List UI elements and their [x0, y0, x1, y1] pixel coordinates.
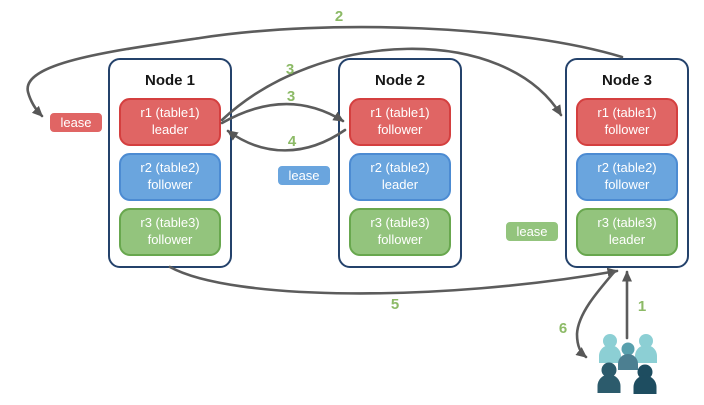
- user-front-left-icon: [597, 362, 621, 393]
- arrow-3-node1-to-node2: [220, 102, 345, 125]
- step-label-3b: 3: [286, 88, 296, 105]
- replica-role: follower: [377, 122, 423, 137]
- replica-name: r1 (table1): [370, 105, 430, 121]
- node-1-replica-r2: r2 (table2) follower: [119, 153, 221, 201]
- replica-name: r3 (table3): [370, 215, 430, 231]
- lease-badge-table2: lease: [276, 164, 332, 187]
- step-label-2: 2: [334, 8, 344, 25]
- replica-role: leader: [151, 122, 189, 137]
- replica-name: r2 (table2): [370, 160, 430, 176]
- node-1-replica-r1: r1 (table1) leader: [119, 98, 221, 146]
- node-1-title: Node 1: [144, 72, 195, 89]
- node-3: Node 3 r1 (table1) follower r2 (table2) …: [565, 58, 689, 268]
- user-front-right-icon: [633, 364, 657, 394]
- node-1: Node 1 r1 (table1) leader r2 (table2) fo…: [108, 58, 232, 268]
- user-back-left-icon: [599, 334, 621, 363]
- replica-name: r1 (table1): [140, 105, 200, 121]
- node-3-replica-r1: r1 (table1) follower: [576, 98, 678, 146]
- step-label-3a: 3: [285, 61, 295, 78]
- replica-name: r2 (table2): [597, 160, 657, 176]
- replica-name: r3 (table3): [140, 215, 200, 231]
- node-2-replica-r2: r2 (table2) leader: [349, 153, 451, 201]
- lease-badge-table3: lease: [504, 220, 560, 243]
- user-middle-icon: [618, 342, 638, 370]
- replica-role: follower: [147, 232, 193, 247]
- node-3-replica-r3: r3 (table3) leader: [576, 208, 678, 256]
- replica-name: r1 (table1): [597, 105, 657, 121]
- replica-role: follower: [604, 122, 650, 137]
- node-2-replica-r1: r1 (table1) follower: [349, 98, 451, 146]
- node-3-title: Node 3: [601, 72, 652, 89]
- replica-role: follower: [604, 177, 650, 192]
- replica-role: follower: [377, 232, 423, 247]
- step-label-5: 5: [390, 296, 400, 313]
- node-3-replica-r2: r2 (table2) follower: [576, 153, 678, 201]
- node-2-replica-r3: r3 (table3) follower: [349, 208, 451, 256]
- replica-role: leader: [381, 177, 419, 192]
- replica-name: r2 (table2): [140, 160, 200, 176]
- replica-role: follower: [147, 177, 193, 192]
- step-label-4: 4: [287, 133, 297, 150]
- replica-name: r3 (table3): [597, 215, 657, 231]
- lease-badge-table1: lease: [48, 111, 104, 134]
- node-2: Node 2 r1 (table1) follower r2 (table2) …: [338, 58, 462, 268]
- arrow-5-node1-to-node3: [168, 265, 619, 295]
- replica-role: leader: [608, 232, 646, 247]
- node-2-title: Node 2: [374, 72, 425, 89]
- users-group-icon: [597, 334, 657, 394]
- step-label-1: 1: [637, 298, 647, 315]
- node-1-replica-r3: r3 (table3) follower: [119, 208, 221, 256]
- user-back-right-icon: [635, 334, 657, 363]
- step-label-6: 6: [558, 320, 568, 337]
